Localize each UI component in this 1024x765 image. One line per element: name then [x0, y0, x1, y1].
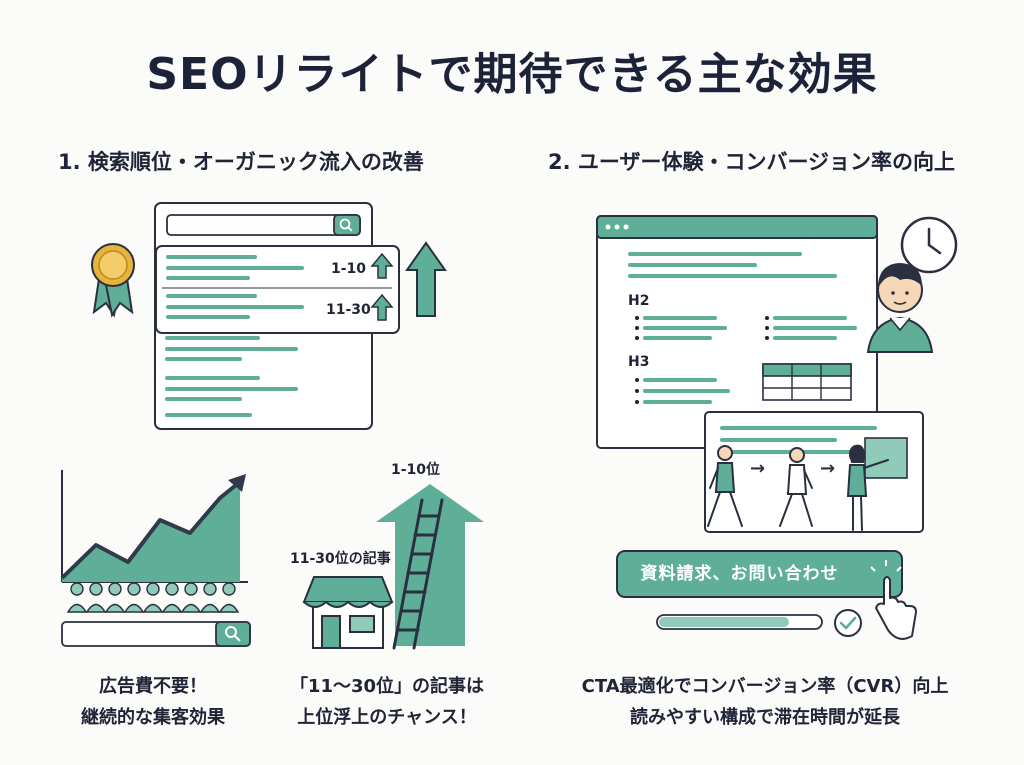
- section-1-heading: 1. 検索順位・オーガニック流入の改善: [58, 150, 424, 174]
- svg-text:→: →: [750, 458, 765, 479]
- doc-heading-h2: H2: [628, 293, 649, 309]
- trend-arrow-head-icon: [228, 474, 246, 492]
- walking-person-icon: [707, 445, 743, 527]
- cta-button[interactable]: 資料請求、お問い合わせ: [640, 564, 839, 584]
- ladder-icon: [392, 498, 444, 650]
- presenting-person-icon: [846, 444, 889, 531]
- small-up-arrow-icon: [370, 252, 394, 279]
- medal-icon: [91, 243, 135, 318]
- growth-chart-illustration: [60, 470, 251, 647]
- rank-label-top: 1-10: [331, 261, 366, 277]
- big-up-arrow-icon: [405, 241, 447, 317]
- caption-cvr: CTA最適化でコンバージョン率（CVR）向上 読みやすい構成で滞在時間が延長: [581, 676, 949, 728]
- conversion-flow-illustration: → →: [704, 411, 924, 533]
- table-icon: [762, 363, 852, 401]
- search-icon: [225, 626, 241, 642]
- cta-illustration: [616, 550, 917, 640]
- check-circle-icon: [834, 609, 862, 637]
- caption-ad-free: 広告費不要！ 継続的な集客効果: [81, 676, 225, 728]
- ladder-illustration: 1-10位 11-30位の記事: [290, 461, 484, 650]
- section-2-heading: 2. ユーザー体験・コンバージョン率の向上: [548, 150, 956, 174]
- search-icon: [339, 218, 353, 232]
- doc-heading-h3: H3: [628, 354, 649, 370]
- ladder-top-label: 1-10位: [391, 461, 440, 478]
- small-up-arrow-icon: [370, 293, 394, 321]
- rank-label-mid: 11-30: [326, 302, 371, 318]
- search-results-illustration: 1-10 11-30: [154, 202, 447, 430]
- walking-person-icon: [779, 447, 813, 527]
- crowd-icon: [66, 582, 240, 613]
- page-title: SEOリライトで期待できる主な効果: [146, 49, 878, 100]
- user-avatar-icon: [866, 263, 934, 353]
- pointer-hand-icon: [870, 560, 917, 640]
- svg-text:→: →: [820, 458, 835, 479]
- store-label: 11-30位の記事: [290, 550, 391, 567]
- clock-icon: [900, 216, 958, 274]
- browser-window-illustration: H2 H3: [596, 215, 878, 449]
- caption-ranking-chance: 「11～30位」の記事は 上位浮上のチャンス！: [289, 676, 485, 728]
- store-icon: [302, 576, 394, 649]
